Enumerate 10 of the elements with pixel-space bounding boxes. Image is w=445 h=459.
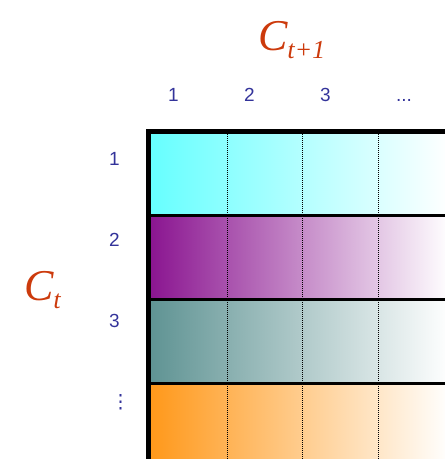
row-number: 1 bbox=[109, 150, 120, 169]
row-number: 2 bbox=[109, 231, 120, 250]
row-number: 3 bbox=[109, 312, 120, 331]
axis-label: C$_{t}$ bbox=[24, 264, 61, 313]
row-number: ⋮ bbox=[111, 393, 130, 412]
column-number: 3 bbox=[320, 86, 331, 105]
column-number: 2 bbox=[244, 86, 255, 105]
column-number: ... bbox=[396, 86, 412, 105]
column-number: 1 bbox=[168, 86, 179, 105]
axis-label: C$_{t+1}$ bbox=[258, 14, 326, 63]
